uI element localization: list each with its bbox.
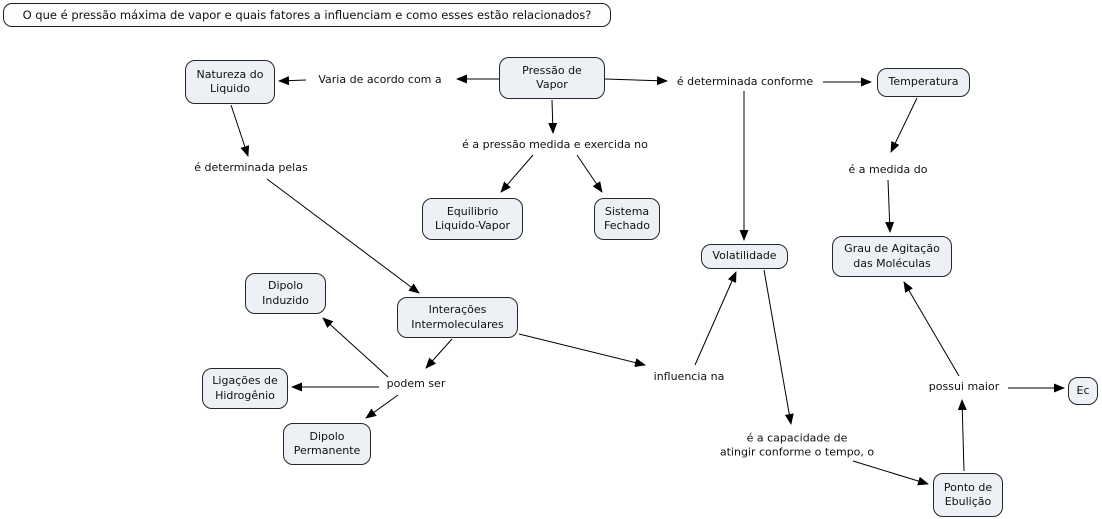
node-ligacoes-de-hidrogenio[interactable]: Ligações de Hidrogênio (202, 368, 288, 409)
edge-e-determinada-pelas--interacoes-intermoleculares (266, 178, 420, 294)
edge-interacoes-intermoleculares--podem-ser (425, 338, 453, 369)
node-dipolo-induzido[interactable]: Dipolo Induzido (245, 273, 326, 314)
edge-natureza-do-liquido--e-determinada-pelas (230, 104, 250, 157)
link-label-possui-maior[interactable]: possui maior (928, 379, 1000, 393)
link-label-varia-de-acordo-com-a[interactable]: Varia de acordo com a (318, 72, 442, 86)
node-dipolo-permanente[interactable]: Dipolo Permanente (283, 423, 371, 465)
focus-question-box[interactable]: O que é pressão máxima de vapor e quais … (3, 3, 611, 27)
link-label-influencia-na[interactable]: influencia na (653, 369, 725, 383)
node-interacoes-intermoleculares[interactable]: Interações Intermoleculares (397, 297, 518, 338)
node-sistema-fechado[interactable]: Sistema Fechado (594, 198, 660, 240)
edge-podem-ser--dipolo-induzido (322, 317, 389, 378)
edge-interacoes-intermoleculares--influencia-na (518, 333, 646, 367)
link-label-e-a-medida-do[interactable]: é a medida do (848, 162, 928, 176)
node-ec[interactable]: Ec (1068, 377, 1098, 405)
edge-volatilidade--e-a-capacidade (763, 269, 794, 425)
edge-e-a-pressao-medida--equilibrio-liquido-vapor (500, 154, 534, 193)
edge-varia-de-acordo-com-a--natureza-do-liquido (278, 76, 307, 86)
link-label-podem-ser[interactable]: podem ser (386, 376, 446, 390)
edge-temperatura--e-a-medida-do (890, 97, 918, 153)
edge-pressao-de-vapor--e-determinada-conforme (604, 76, 668, 86)
edge-e-a-medida-do--grau-de-agitacao (885, 179, 895, 233)
link-label-e-a-pressao-medida[interactable]: é a pressão medida e exercida no (462, 137, 648, 151)
node-natureza-do-liquido[interactable]: Natureza do Liquido (185, 60, 275, 104)
edge-e-a-capacidade--ponto-de-ebulicao (852, 460, 929, 486)
node-volatilidade[interactable]: Volatilidade (701, 244, 788, 269)
link-label-e-determinada-pelas[interactable]: é determinada pelas (194, 160, 308, 174)
edge-podem-ser--dipolo-permanente (365, 394, 399, 419)
edge-e-a-pressao-medida--sistema-fechado (576, 154, 603, 193)
node-equilibrio-liquido-vapor[interactable]: Equilibrio Liquido-Vapor (422, 198, 523, 240)
node-pressao-de-vapor[interactable]: Pressão de Vapor (499, 57, 605, 99)
edge-pressao-de-vapor--e-a-pressao-medida (548, 99, 558, 134)
edge-influencia-na--volatilidade (694, 271, 737, 366)
edge-possui-maior--grau-de-agitacao (903, 281, 960, 377)
node-grau-de-agitacao[interactable]: Grau de Agitação das Moléculas (832, 236, 952, 277)
node-temperatura[interactable]: Temperatura (877, 68, 970, 97)
edge-ponto-de-ebulicao--possui-maior (957, 399, 967, 472)
node-ponto-de-ebulicao[interactable]: Ponto de Ebulição (933, 473, 1003, 517)
link-label-e-a-capacidade[interactable]: é a capacidade de atingir conforme o tem… (719, 431, 875, 459)
link-label-e-determinada-conforme[interactable]: é determinada conforme (676, 74, 814, 88)
